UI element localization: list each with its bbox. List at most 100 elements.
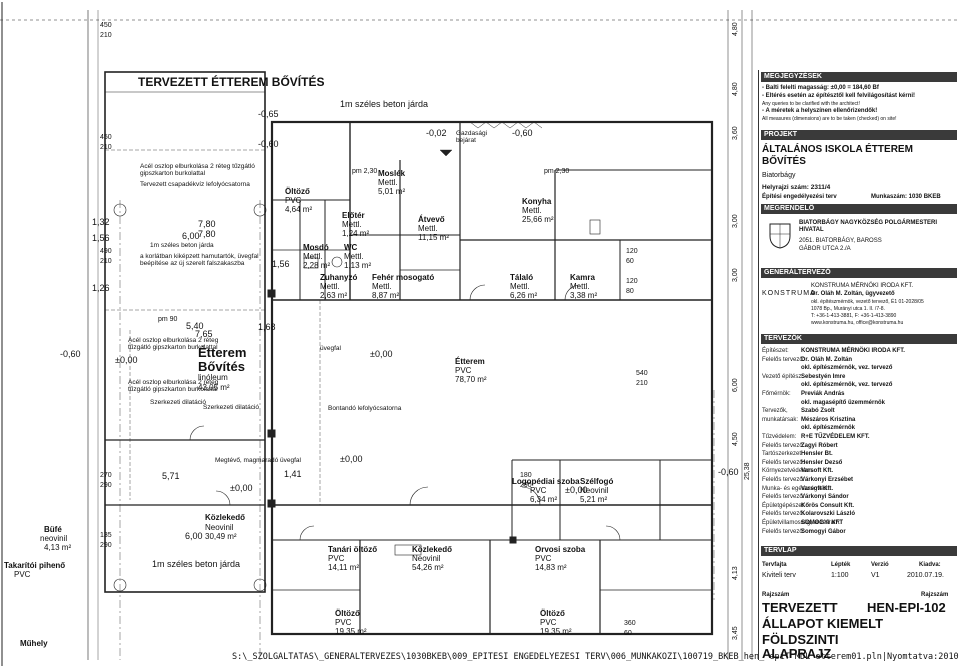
room-orvosi-floor: PVC — [535, 554, 552, 563]
room-feher-mosogato-floor: Mettl. — [372, 282, 392, 291]
team-header: TERVEZŐK — [761, 334, 957, 344]
dim-d8: 1,32 — [92, 217, 110, 227]
room-orvosi-area: 14,83 m² — [535, 563, 567, 572]
room-oltozo1: Öltöző — [285, 187, 310, 196]
h-5: 490 — [100, 248, 112, 255]
note-1: - Balti felelti magasság: ±0,00 = 184,60… — [762, 85, 879, 91]
project-title: ÁLTALÁNOS ISKOLA ÉTTEREM BŐVÍTÉS — [762, 144, 913, 167]
h-17: 360 — [624, 620, 636, 627]
room-kozlekedo-mid-area: 54,26 m² — [412, 563, 444, 572]
note-4: - A méretek a helyszínen ellenőrizendők! — [762, 108, 878, 114]
generaltervezo-logo: KONSTRUMA — [762, 290, 816, 297]
room-bufe: Büfé — [44, 525, 62, 534]
room-eloter-floor: Mettl. — [342, 220, 362, 229]
room-oltozo-b1: Öltöző — [335, 609, 360, 618]
dim-d9: 1,56 — [92, 233, 110, 243]
room-wc-floor: Mettl. — [344, 252, 364, 261]
team-role: Felelős tervező: — [762, 494, 805, 501]
team-name: R+E TŰZVÉDELEM KFT. — [801, 434, 870, 440]
pm-2: pm 2,30 — [352, 168, 378, 175]
h-9: 135 — [100, 532, 112, 539]
team-name: Previák András — [801, 391, 845, 397]
team-name: Szabó Zsolt — [801, 408, 835, 415]
room-logopediai-floor: PVC — [530, 486, 547, 495]
level-right: -0,60 — [512, 128, 533, 138]
room-talalo: Tálaló — [510, 273, 534, 282]
room-zuhanyzo-floor: Mettl. — [320, 282, 340, 291]
drawing-title-2: ÁLLAPOT KIEMELT — [762, 616, 884, 631]
team-name: Varsoft Kft. — [801, 468, 834, 475]
dim-d12: 1,68 — [258, 322, 276, 332]
team-role: Vezető építész: — [762, 373, 804, 380]
room-konyha: Konyha — [522, 197, 552, 206]
level-ps-3: ±0,00 — [230, 483, 253, 493]
team-role: Felelős tervező: — [762, 528, 805, 535]
team-role: Főmérnök: — [762, 391, 791, 397]
h-1: 450 — [100, 22, 112, 29]
room-kozlekedo-left-area: 30,49 m² — [205, 532, 237, 541]
team-role: Felelős tervező: — [762, 477, 805, 483]
team-name: Hensler Bt. — [801, 451, 833, 458]
room-oltozo-b2: Öltöző — [540, 609, 565, 618]
note-5: All measures (dimensions) are to be take… — [762, 116, 897, 122]
team-role: Tervezők, — [762, 408, 788, 415]
dim-d10: 1,26 — [92, 283, 110, 293]
team-name: Varsoft Kft. — [801, 485, 834, 492]
room-etterem-bovites: Étterem Bővítés — [198, 345, 247, 374]
team-role: Felelős tervező: — [762, 511, 805, 518]
dim-d11: 1,56 — [272, 259, 290, 269]
annotation-3: Acél oszlop elburkolása 2 réteg tűzgátló… — [128, 337, 219, 351]
v-right-9: 4,13 — [732, 566, 739, 580]
team-name: okl. építészmérnök, vez. tervező — [801, 382, 893, 389]
team-name: Várkonyi Sándor — [801, 494, 849, 501]
room-zuhanyzo-area: 2,63 m² — [320, 291, 348, 300]
room-eloter: Előtér — [342, 211, 365, 220]
h-14: 80 — [626, 288, 634, 295]
team-role: Környezetvédelem: — [762, 468, 814, 475]
drawing-title-1: TERVEZETT — [762, 600, 838, 615]
room-atvevo: Átvevő — [418, 215, 445, 224]
dim-d6: 5,71 — [162, 471, 180, 481]
dim-d2: 7,80 — [198, 229, 216, 239]
h-4: 210 — [100, 144, 112, 151]
h-12: 60 — [626, 258, 634, 265]
room-mosles: Moslék — [378, 169, 406, 178]
annotation-7: Bontandó lefolyócsatorna — [328, 405, 402, 412]
gen-person: Dr. Oláh M. Zoltán, ügyvezető — [811, 291, 895, 297]
level-ps-1: ±0,00 — [115, 355, 138, 365]
room-oltozo-b1-floor: PVC — [335, 618, 352, 627]
drawing-code: HEN-EPI-102 — [867, 600, 946, 615]
client-addr-1: 2051. BIATORBÁGY, BAROSS — [799, 238, 882, 244]
room-logopediai-area: 6,34 m² — [530, 495, 558, 504]
team-name: Kőrös Consult Kft. — [801, 502, 854, 509]
room-mosdo: Mosdó — [303, 243, 329, 252]
room-etterem-bovites-area: 43,05 m² — [198, 383, 230, 392]
room-oltozo-b2-area: 19,35 m² — [540, 627, 572, 636]
room-eloter-area: 1,24 m² — [342, 229, 370, 238]
plan-title: TERVEZETT ÉTTEREM BŐVÍTÉS — [138, 75, 325, 89]
team-name: KONSTRUMA MÉRNÖKI IRODA KFT. — [801, 348, 905, 354]
room-kamra: Kamra — [570, 273, 595, 282]
munkaszam: Munkaszám: 1030 BKEB — [871, 194, 941, 200]
rajzszam-label: Rajzszám — [762, 592, 790, 598]
room-konyha-floor: Mettl. — [522, 206, 542, 215]
h-20: 290 — [520, 482, 532, 489]
annotation-10: a korlátban kiképzett hamutartók, üvegfa… — [140, 253, 259, 267]
dim-d4: 5,40 — [186, 321, 204, 331]
gen-web: www.konstruma.hu, office@konstruma.hu — [811, 320, 904, 326]
notes-header: MEGJEGYZÉSEK — [761, 72, 957, 82]
annotation-6: Szerkezeti dilatáció — [150, 399, 206, 406]
v-right-10: 3,45 — [732, 626, 739, 640]
client-name: BIATORBÁGY NAGYKÖZSÉG POLGÁRMESTERI HIVA… — [799, 220, 938, 234]
room-mosdo-area: 2,28 m² — [303, 261, 331, 270]
gen-firm: KONSTRUMA MÉRNÖKI IRODA KFT. — [811, 283, 914, 289]
h-8: 290 — [100, 482, 112, 489]
team-name: Zagyi Róbert — [801, 442, 838, 449]
room-mosles-floor: Mettl. — [378, 178, 398, 187]
room-atvevo-floor: Mettl. — [418, 224, 438, 233]
room-wc-area: 1,13 m² — [344, 261, 372, 270]
team-role: Építészet: — [762, 348, 789, 354]
project-header: PROJEKT — [761, 130, 957, 140]
room-kamra-area: 3,38 m² — [570, 291, 598, 300]
v-right-4: 3,00 — [732, 214, 739, 228]
